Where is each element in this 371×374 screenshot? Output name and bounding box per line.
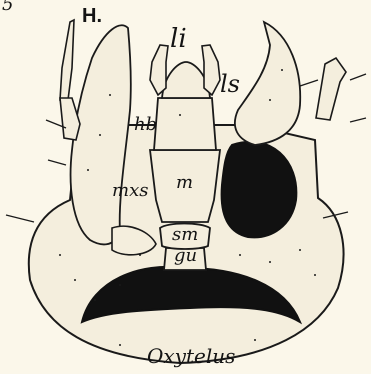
label-sm: sm: [172, 226, 198, 244]
ligula: [162, 62, 210, 98]
left-antenna: [60, 20, 74, 100]
label-m: m: [176, 174, 193, 192]
right-antenna: [316, 58, 346, 120]
label-mxs: mxs: [112, 182, 148, 200]
labium-plate: [154, 98, 216, 150]
left-labial-palp: [150, 45, 168, 95]
right-labial-palp: [202, 45, 220, 95]
label-hb: hb: [134, 116, 157, 134]
panel-letter: H.: [82, 6, 102, 26]
right-mandible: [235, 22, 300, 145]
plate-number: 5: [2, 0, 13, 14]
figure-caption: Oxytelus: [147, 346, 235, 366]
left-antenna-base: [60, 98, 80, 140]
label-li: li: [170, 26, 187, 52]
label-ls: ls: [220, 72, 240, 96]
label-gu: gu: [174, 247, 197, 265]
